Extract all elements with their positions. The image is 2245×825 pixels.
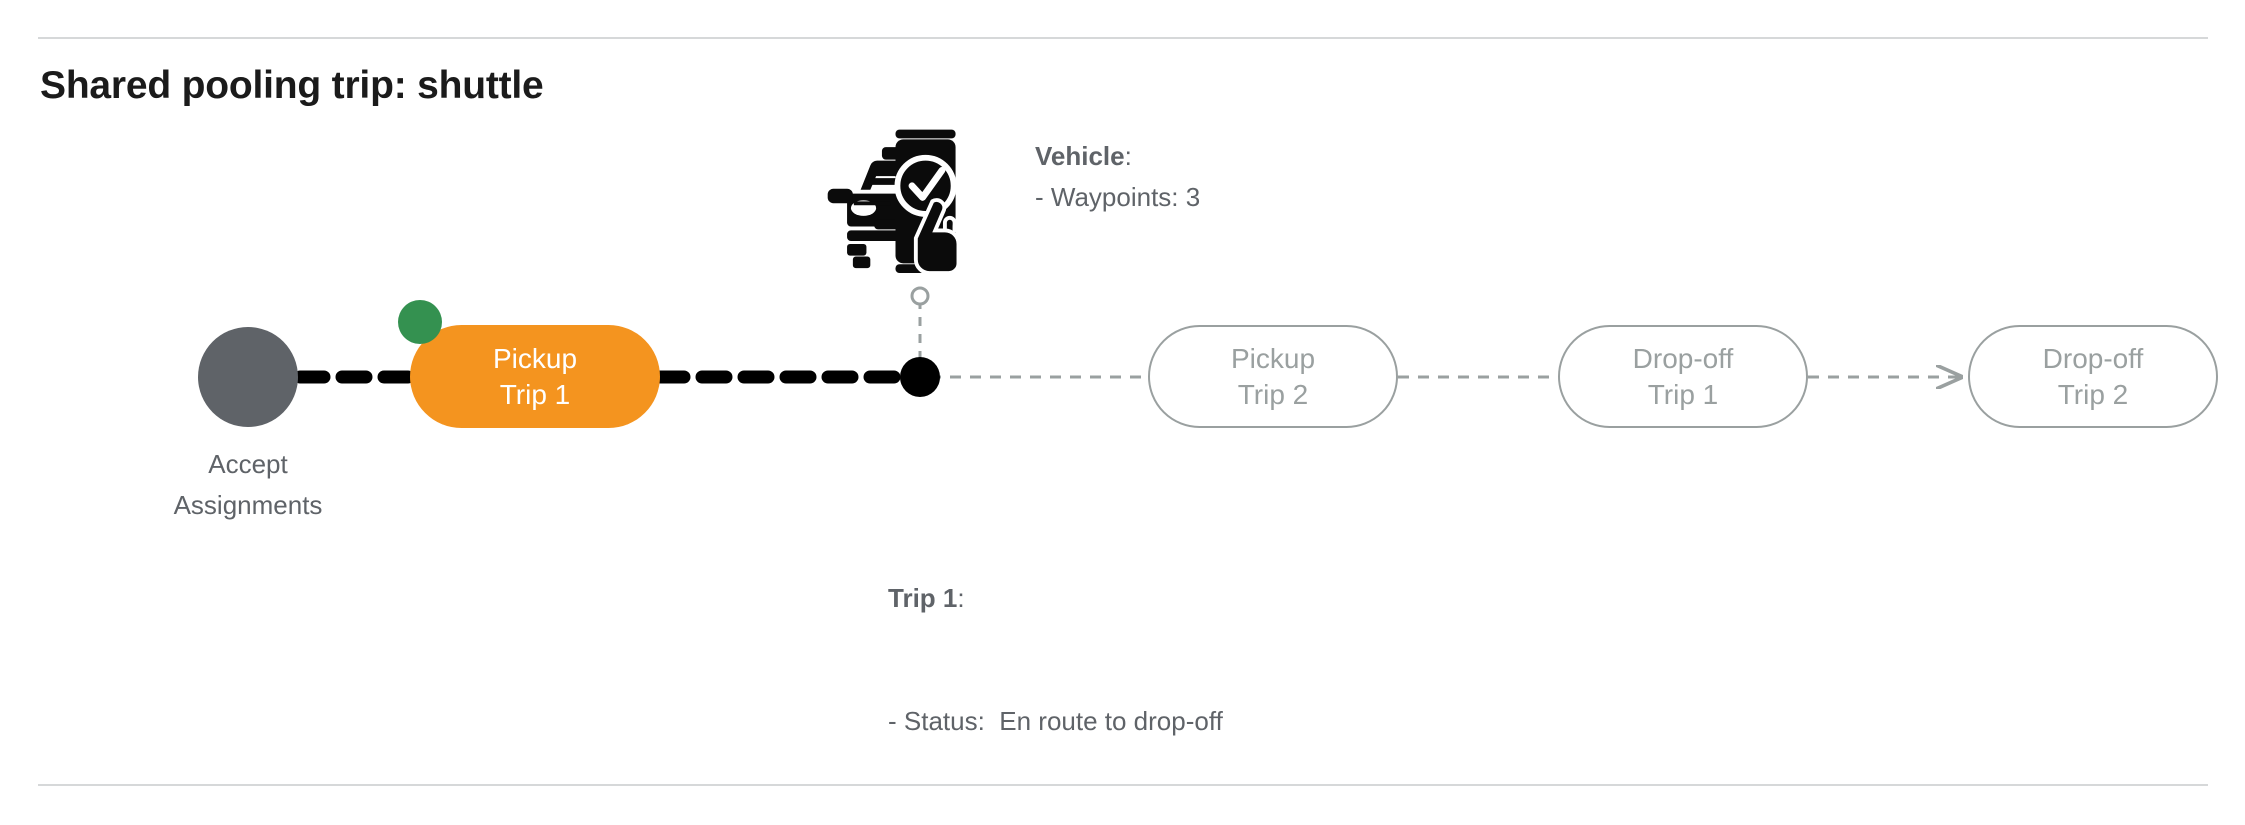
node-dropoff-trip-2[interactable]: Drop-off Trip 2 — [1968, 325, 2218, 428]
node-accept-assignments[interactable] — [198, 327, 298, 427]
node-pickup-trip-1-check-badge — [398, 300, 442, 344]
vehicle-position-marker — [900, 357, 940, 397]
node-dropoff-trip-1-line2: Trip 1 — [1647, 378, 1719, 410]
divider-bottom — [38, 784, 2208, 786]
node-dropoff-trip-1-line1: Drop-off — [1632, 342, 1734, 374]
node-pickup-trip-1-line1: Pickup — [492, 342, 578, 374]
trip-1-heading-colon: : — [957, 583, 965, 613]
vehicle-info-heading: Vehicle: — [1035, 136, 1200, 177]
trip-info-block: Trip 1: - Status: En route to drop-off -… — [888, 496, 1223, 825]
vehicle-info-block: Vehicle: - Waypoints: 3 — [1035, 136, 1200, 218]
page-title: Shared pooling trip: shuttle — [40, 64, 544, 107]
trip-1-status: - Status: En route to drop-off — [888, 706, 1223, 736]
node-accept-assignments-label: Accept Assignments — [108, 444, 388, 526]
node-pickup-trip-2-line2: Trip 2 — [1237, 378, 1309, 410]
node-pickup-trip-1-line2: Trip 1 — [499, 378, 571, 410]
node-dropoff-trip-2-line1: Drop-off — [2042, 342, 2144, 374]
vehicle-info-waypoints: - Waypoints: 3 — [1035, 182, 1201, 212]
divider-top — [38, 37, 2208, 39]
vehicle-app-check-icon — [827, 129, 967, 273]
trip-1-heading: Trip 1: — [888, 578, 1223, 619]
vehicle-info-heading-label: Vehicle — [1035, 141, 1125, 171]
node-dropoff-trip-2-line2: Trip 2 — [2057, 378, 2129, 410]
vehicle-leader-endpoint — [910, 286, 930, 306]
trip-1-heading-label: Trip 1 — [888, 583, 958, 613]
node-pickup-trip-2-line1: Pickup — [1230, 342, 1316, 374]
vehicle-info-heading-colon: : — [1124, 141, 1132, 171]
node-pickup-trip-1[interactable]: Pickup Trip 1 — [410, 325, 660, 428]
node-accept-label-line1: Accept — [208, 449, 288, 479]
node-accept-label-line2: Assignments — [173, 490, 323, 520]
node-pickup-trip-2[interactable]: Pickup Trip 2 — [1148, 325, 1398, 428]
node-dropoff-trip-1[interactable]: Drop-off Trip 1 — [1558, 325, 1808, 428]
